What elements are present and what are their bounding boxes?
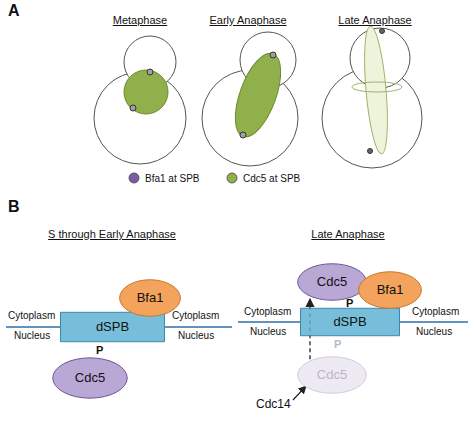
compartment-label: Nucleus [14, 330, 50, 342]
spb-box: dSPB [300, 308, 400, 336]
late-anaphase-cell [322, 25, 422, 168]
legend-text: Bfa1 at SPB [145, 173, 199, 184]
node-label: Cdc5 [317, 275, 347, 289]
early-anaphase-cell [202, 32, 298, 166]
node-label: Cdc5 [317, 368, 347, 382]
stage-title: Metaphase [113, 14, 167, 27]
leader-arrow [293, 386, 306, 400]
legend-swatch [128, 172, 140, 184]
protein-ellipse: Cdc5 [52, 357, 128, 399]
node-label: dSPB [96, 320, 129, 334]
node-label: Bfa1 [137, 291, 164, 305]
protein-ellipse: Bfa1 [119, 279, 181, 317]
stage-title: Early Anaphase [209, 14, 286, 27]
phospho-mark: P [96, 344, 103, 357]
compartment-label: Cytoplasm [412, 306, 459, 318]
legend-item: Bfa1 at SPB [128, 172, 199, 184]
stage-title: Late Anaphase [311, 228, 384, 241]
legend-item: Cdc5 at SPB [226, 172, 300, 184]
protein-ellipse: Cdc5 [297, 263, 367, 301]
compartment-label: Nucleus [178, 330, 214, 342]
compartment-label: Nucleus [250, 326, 286, 338]
node-label: Cdc5 [75, 371, 105, 385]
protein-ellipse: Cdc5 [297, 356, 367, 394]
legend-text: Cdc5 at SPB [243, 173, 300, 184]
enzyme-label: Cdc14 [256, 398, 291, 412]
stage-title: S through Early Anaphase [48, 228, 176, 241]
stage-title: Late Anaphase [338, 14, 411, 27]
compartment-label: Cytoplasm [172, 310, 219, 322]
compartment-label: Cytoplasm [244, 306, 291, 318]
compartment-label: Nucleus [416, 326, 452, 338]
phospho-mark: P [334, 338, 341, 351]
panel-letter: A [8, 2, 20, 20]
legend-swatch [226, 172, 238, 184]
metaphase-cell [94, 36, 186, 164]
node-label: Bfa1 [377, 283, 404, 297]
protein-ellipse: Bfa1 [358, 271, 422, 309]
compartment-label: Cytoplasm [8, 310, 55, 322]
panel-letter: B [8, 198, 20, 216]
node-label: dSPB [333, 315, 366, 329]
